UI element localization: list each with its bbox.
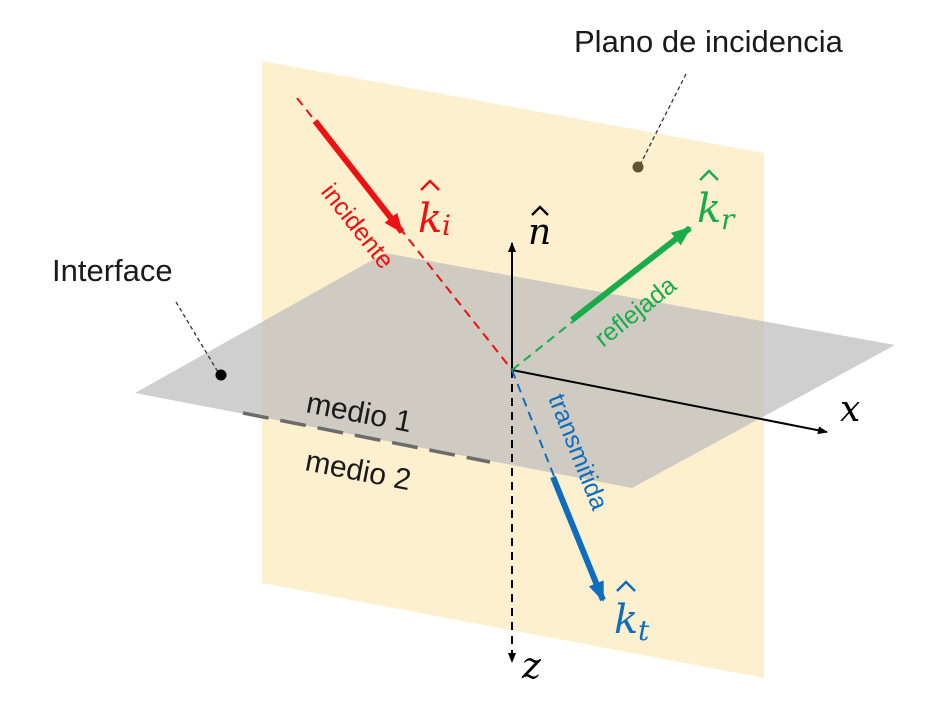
transmitted-vector-label: k t — [614, 580, 650, 647]
interface-label: Interface — [52, 253, 173, 288]
plane-leader-line — [639, 73, 687, 166]
svg-text:t: t — [638, 614, 650, 647]
x-axis — [511, 369, 828, 435]
interface-leader-dot — [215, 369, 227, 381]
reflected-vector-label: k r — [697, 169, 736, 236]
svg-text:r: r — [721, 203, 736, 236]
svg-text:k: k — [418, 196, 442, 242]
hat-mark — [420, 179, 440, 191]
incident-ray-dashed — [296, 97, 513, 371]
transmitted-ray-arrow — [550, 475, 606, 602]
normal-vector-label: n — [528, 205, 551, 253]
hat-mark — [531, 205, 549, 216]
incident-ray-arrow — [312, 119, 405, 234]
medium-boundary-line — [242, 411, 491, 464]
svg-text:n: n — [528, 212, 551, 253]
hat-mark — [699, 169, 719, 181]
plane-of-incidence-label: Plano de incidencia — [574, 24, 844, 59]
plane-leader-dot — [632, 161, 644, 173]
hat-mark — [616, 580, 636, 592]
svg-text:k: k — [614, 597, 638, 643]
reflected-ray-arrow — [570, 225, 692, 323]
svg-text:i: i — [442, 209, 451, 242]
z-axis-label: z — [521, 646, 542, 687]
svg-text:k: k — [697, 186, 721, 232]
x-axis-label: x — [840, 389, 860, 430]
incident-vector-label: k i — [418, 179, 451, 242]
